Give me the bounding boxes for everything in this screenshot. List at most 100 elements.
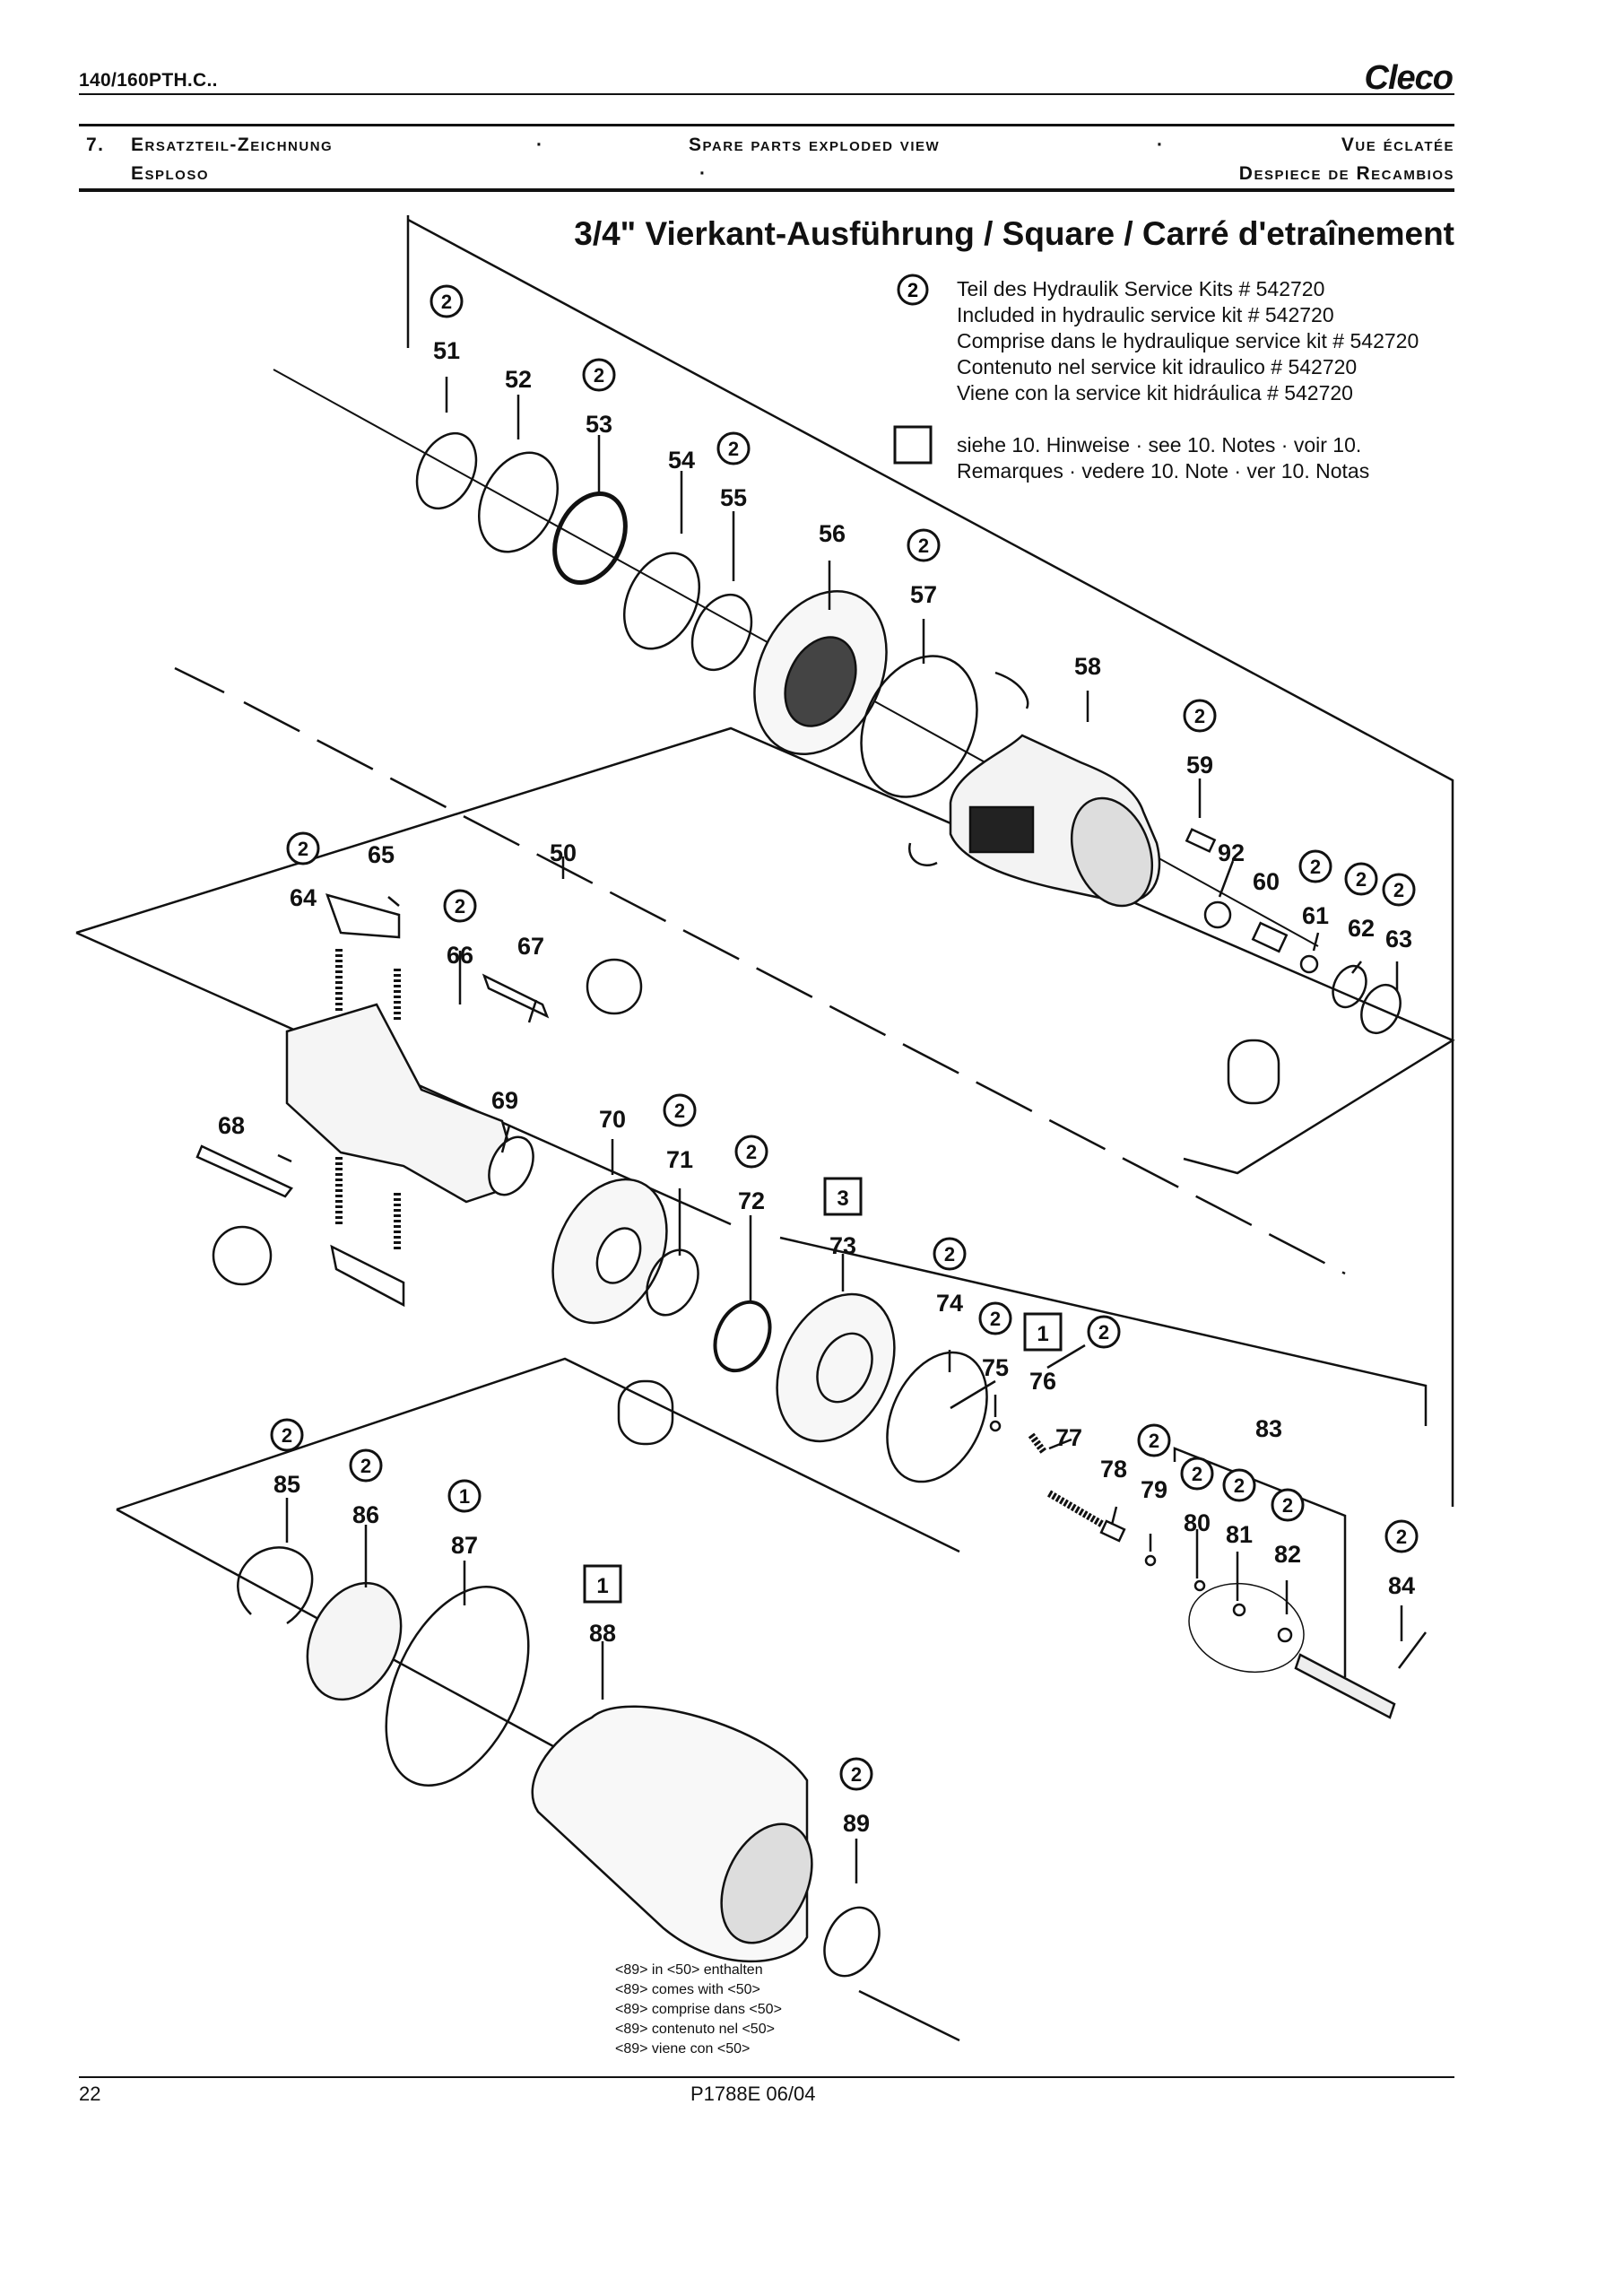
part-number: 58	[1074, 653, 1101, 680]
kit-symbol-2	[270, 1418, 304, 1452]
kit-symbol-label: 2	[918, 535, 929, 557]
callout-57: 2 57	[907, 528, 941, 608]
part-number: 84	[1388, 1572, 1415, 1599]
callout-63: 2 63	[1382, 873, 1416, 952]
footnote-line: <89> comes with <50>	[615, 1982, 760, 1997]
title-it: Esploso	[131, 163, 210, 184]
part-number: 89	[843, 1810, 870, 1837]
footnote-line: <89> comprise dans <50>	[615, 2002, 782, 2017]
part-number: 53	[586, 411, 612, 438]
callout-58: 58	[1074, 653, 1101, 680]
part-number: 59	[1186, 752, 1213, 778]
section-number: 7.	[86, 135, 105, 155]
part-number: 57	[910, 581, 937, 608]
legend-kit-de: Teil des Hydraulik Service Kits # 542720	[957, 277, 1325, 300]
part-number: 88	[589, 1620, 616, 1647]
part-number: 79	[1141, 1476, 1167, 1503]
callout-92: 92	[1218, 839, 1245, 866]
callout-67: 67	[517, 933, 544, 960]
document-code: P1788E 06/04	[690, 2083, 816, 2105]
part-number: 65	[368, 841, 395, 868]
kit-symbol-label: 2	[1393, 879, 1404, 901]
kit-symbol-2	[734, 1135, 768, 1169]
brand-logo: Cleco	[1364, 59, 1454, 97]
part-number: 51	[433, 337, 460, 364]
note-box-label: 3	[837, 1187, 848, 1211]
title-rule-top	[79, 124, 1454, 126]
kit-symbol-label: 2	[1149, 1430, 1159, 1452]
kit-symbol-2	[1137, 1423, 1171, 1457]
kit-symbol-label: 2	[1356, 868, 1367, 891]
legend-kit-en: Included in hydraulic service kit # 5427…	[957, 303, 1334, 326]
kit-symbol-2	[582, 358, 616, 392]
callout-50: 50	[550, 839, 577, 866]
part-number: 81	[1226, 1521, 1253, 1548]
callout-73: 373	[823, 1177, 863, 1259]
kit-symbol-2	[933, 1237, 967, 1271]
kit-symbol-label: 2	[1310, 856, 1321, 878]
legend-kit-text: Teil des Hydraulik Service Kits # 542720…	[957, 276, 1419, 406]
part-number: 76	[1029, 1368, 1056, 1395]
footer-rule	[79, 2076, 1454, 2078]
callout-88: 188	[583, 1564, 622, 1647]
footnote-89: <89> in <50> enthalten <89> comes with <…	[615, 1961, 782, 2059]
callout-78: 78	[1100, 1456, 1127, 1483]
callout-61: 261	[1298, 849, 1332, 929]
part-number: 66	[447, 942, 473, 969]
callout-66: 2 66	[443, 889, 477, 969]
kit-symbol-label: 1	[459, 1485, 470, 1508]
callout-52: 52	[505, 366, 532, 393]
kit-symbol-2	[978, 1301, 1012, 1335]
callout-60: 60	[1253, 868, 1280, 895]
kit-symbol-label: 2	[455, 895, 465, 918]
kit-symbol-label: 2	[1194, 705, 1205, 727]
kit-symbol-label: 2	[282, 1424, 292, 1447]
part-number: 62	[1348, 915, 1375, 942]
part-number: 87	[451, 1532, 478, 1559]
footnote-line: <89> viene con <50>	[615, 2041, 751, 2057]
kit-symbol-2	[1271, 1488, 1305, 1522]
part-number: 50	[550, 839, 577, 866]
footnote-line: <89> contenuto nel <50>	[615, 2022, 775, 2037]
note-box-3	[823, 1177, 863, 1216]
part-number: 68	[218, 1112, 245, 1139]
callout-86: 286	[349, 1448, 383, 1528]
kit-symbol-2	[349, 1448, 383, 1483]
part-number: 78	[1100, 1456, 1127, 1483]
callout-54: 54	[668, 447, 695, 474]
kit-symbol-2	[839, 1757, 873, 1791]
callout-80: 280	[1180, 1457, 1214, 1536]
title-sep-1: ·	[536, 135, 544, 155]
part-number: 63	[1385, 926, 1412, 952]
kit-symbol-2	[1382, 873, 1416, 907]
part-number: 82	[1274, 1541, 1301, 1568]
kit-symbol-label: 2	[298, 838, 308, 860]
legend-kit-fr: Comprise dans le hydraulique service kit…	[957, 329, 1419, 352]
kit-symbol-label: 2	[1282, 1494, 1293, 1517]
part-number: 77	[1055, 1424, 1082, 1451]
kit-symbol-2	[663, 1093, 697, 1127]
title-en: Spare parts exploded view	[689, 135, 941, 155]
callout-85: 285	[270, 1418, 304, 1498]
kit-symbol-1	[447, 1479, 482, 1513]
callout-69: 69	[491, 1087, 518, 1114]
kit-symbol-label: 2	[746, 1141, 757, 1163]
title-sep-3: ·	[699, 163, 707, 184]
kit-symbol-label: 2	[851, 1763, 862, 1786]
part-number: 60	[1253, 868, 1280, 895]
kit-symbol-label: 2	[990, 1308, 1001, 1330]
note-box-label: 1	[1037, 1322, 1048, 1346]
part-number: 92	[1218, 839, 1245, 866]
kit-symbol-label: 2	[1192, 1463, 1202, 1485]
callout-59: 2 59	[1183, 699, 1217, 778]
callout-68: 68	[218, 1112, 245, 1139]
legend-symbols: 2	[893, 274, 933, 465]
kit-symbol-label: 2	[1234, 1474, 1245, 1497]
note-box-1	[583, 1564, 622, 1604]
kit-symbol-2	[1344, 862, 1378, 896]
note-box-1	[1023, 1312, 1063, 1352]
kit-symbol-label: 2	[674, 1100, 685, 1122]
legend-notes-line-1: siehe 10. Hinweise · see 10. Notes · voi…	[957, 433, 1362, 457]
header-rule	[79, 93, 1454, 95]
